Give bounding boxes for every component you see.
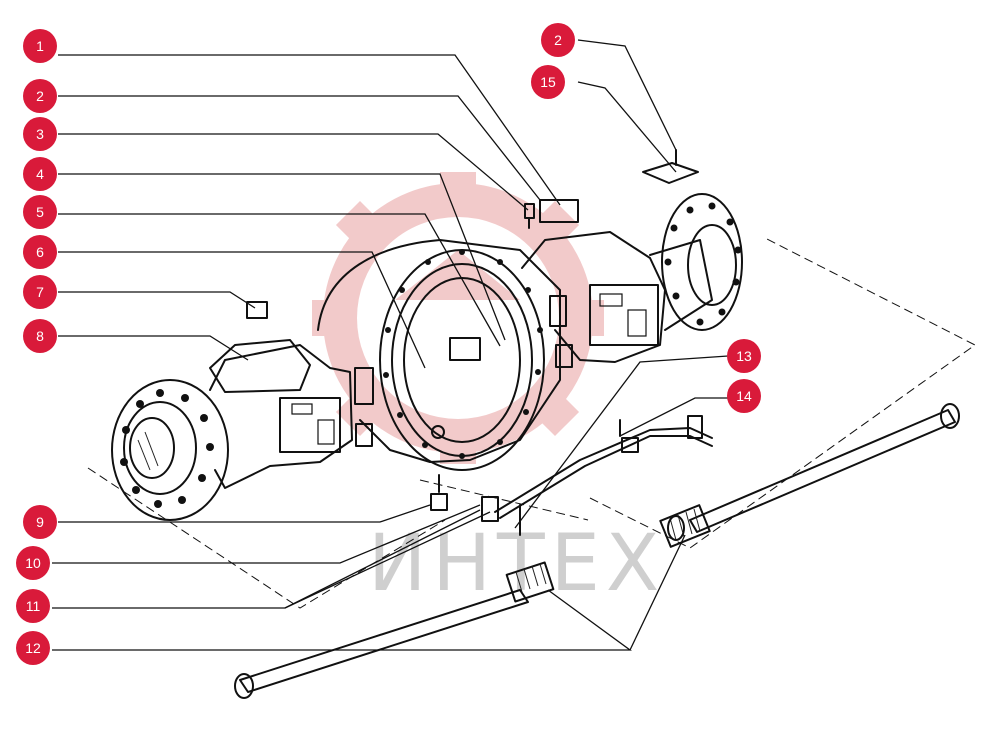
left-flange-bolt-holes	[120, 389, 214, 508]
callout-7-label: 7	[36, 284, 44, 300]
callout-10[interactable]: 10	[16, 546, 50, 580]
callout-4[interactable]: 4	[23, 157, 57, 191]
callout-9[interactable]: 9	[23, 505, 57, 539]
callout-1-label: 1	[36, 38, 44, 54]
small-parts	[246, 149, 713, 536]
callout-2-right[interactable]: 2	[541, 23, 575, 57]
assembly-outline	[87, 237, 976, 609]
callout-13[interactable]: 13	[727, 339, 761, 373]
callout-15-label: 15	[540, 74, 556, 90]
callout-2[interactable]: 2	[23, 79, 57, 113]
callout-8-label: 8	[36, 328, 44, 344]
callout-2-label: 2	[36, 88, 44, 104]
callout-5[interactable]: 5	[23, 195, 57, 229]
leader-lines	[52, 39, 729, 651]
callout-14[interactable]: 14	[727, 379, 761, 413]
callout-14-label: 14	[736, 388, 752, 404]
callout-3[interactable]: 3	[23, 117, 57, 151]
callouts: 1 2 3 4 5 6 7 8	[16, 23, 761, 665]
callout-3-label: 3	[36, 126, 44, 142]
callout-4-label: 4	[36, 166, 44, 182]
callout-1[interactable]: 1	[23, 29, 57, 63]
callout-6-label: 6	[36, 244, 44, 260]
center-flange-bolts	[383, 249, 543, 459]
callout-6[interactable]: 6	[23, 235, 57, 269]
callout-12[interactable]: 12	[16, 631, 50, 665]
callout-5-label: 5	[36, 204, 44, 220]
callout-11-label: 11	[26, 598, 41, 614]
callout-2-right-label: 2	[554, 32, 562, 48]
callout-8[interactable]: 8	[23, 319, 57, 353]
callout-9-label: 9	[36, 514, 44, 530]
callout-12-label: 12	[25, 640, 41, 656]
callout-7[interactable]: 7	[23, 275, 57, 309]
callout-10-label: 10	[25, 555, 41, 571]
right-flange-bolt-holes	[664, 202, 742, 326]
axle-housing	[111, 193, 743, 521]
callout-11[interactable]: 11	[16, 589, 50, 623]
callout-13-label: 13	[736, 348, 752, 364]
callout-15[interactable]: 15	[531, 65, 565, 99]
axle-shafts	[234, 403, 960, 699]
